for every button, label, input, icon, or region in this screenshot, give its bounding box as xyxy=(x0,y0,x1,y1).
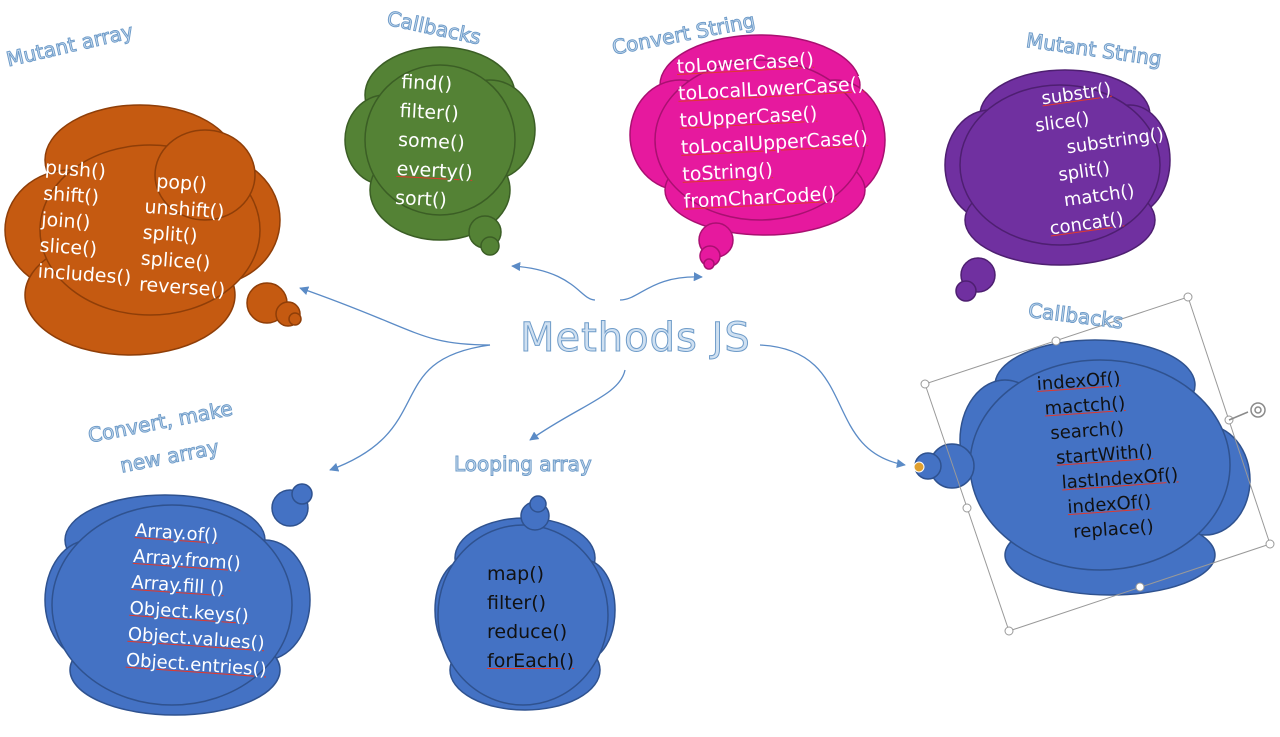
list-callbacks-green: find() filter() some() everty() sort() xyxy=(394,68,477,217)
list-looping-array: map() filter() reduce() forEach() xyxy=(487,560,574,676)
list-item: reverse() xyxy=(138,273,226,302)
cloud-convert-string xyxy=(629,34,886,270)
list-item: includes() xyxy=(37,260,132,289)
selection-frame[interactable] xyxy=(913,292,1275,636)
list-item: forEach() xyxy=(487,650,575,672)
list-item: some() xyxy=(397,128,466,155)
list-item: reduce() xyxy=(487,621,568,643)
list-mutant-array-right: pop() unshift() split() splice() reverse… xyxy=(138,168,233,304)
list-item: map() xyxy=(487,563,545,585)
list-mutant-string: substr() slice() substring() split() mat… xyxy=(1030,70,1176,242)
list-convert-string: toLowerCase() toLocalLowerCase() toUpper… xyxy=(676,44,871,216)
list-callbacks-blue: indexOf() mactch() search() startWith() … xyxy=(1036,363,1182,547)
cloud-callbacks-green xyxy=(344,46,536,256)
list-item: sort() xyxy=(394,186,448,212)
list-item: find() xyxy=(400,70,453,96)
list-convert-make-array: Array.of() Array.from() Array.fill () Ob… xyxy=(125,518,276,683)
title-looping-array: Looping array xyxy=(454,452,593,477)
connector-arrows xyxy=(299,261,906,472)
cloud-convert-make-array xyxy=(44,483,313,716)
cloud-looping-array xyxy=(434,495,616,711)
list-item: filter() xyxy=(399,99,460,126)
cloud-mutant-string xyxy=(944,69,1171,302)
cloud-callbacks-blue xyxy=(914,339,1251,596)
list-item: filter() xyxy=(487,592,547,614)
center-title: Methods JS xyxy=(520,315,751,362)
list-item: everty() xyxy=(396,157,474,184)
list-mutant-array: push() shift() join() slice() includes()… xyxy=(26,154,246,318)
list-mutant-array-left: push() shift() join() slice() includes() xyxy=(37,155,139,291)
rotate-handle-icon[interactable] xyxy=(1228,402,1266,421)
cloud-mutant-array xyxy=(4,104,302,356)
